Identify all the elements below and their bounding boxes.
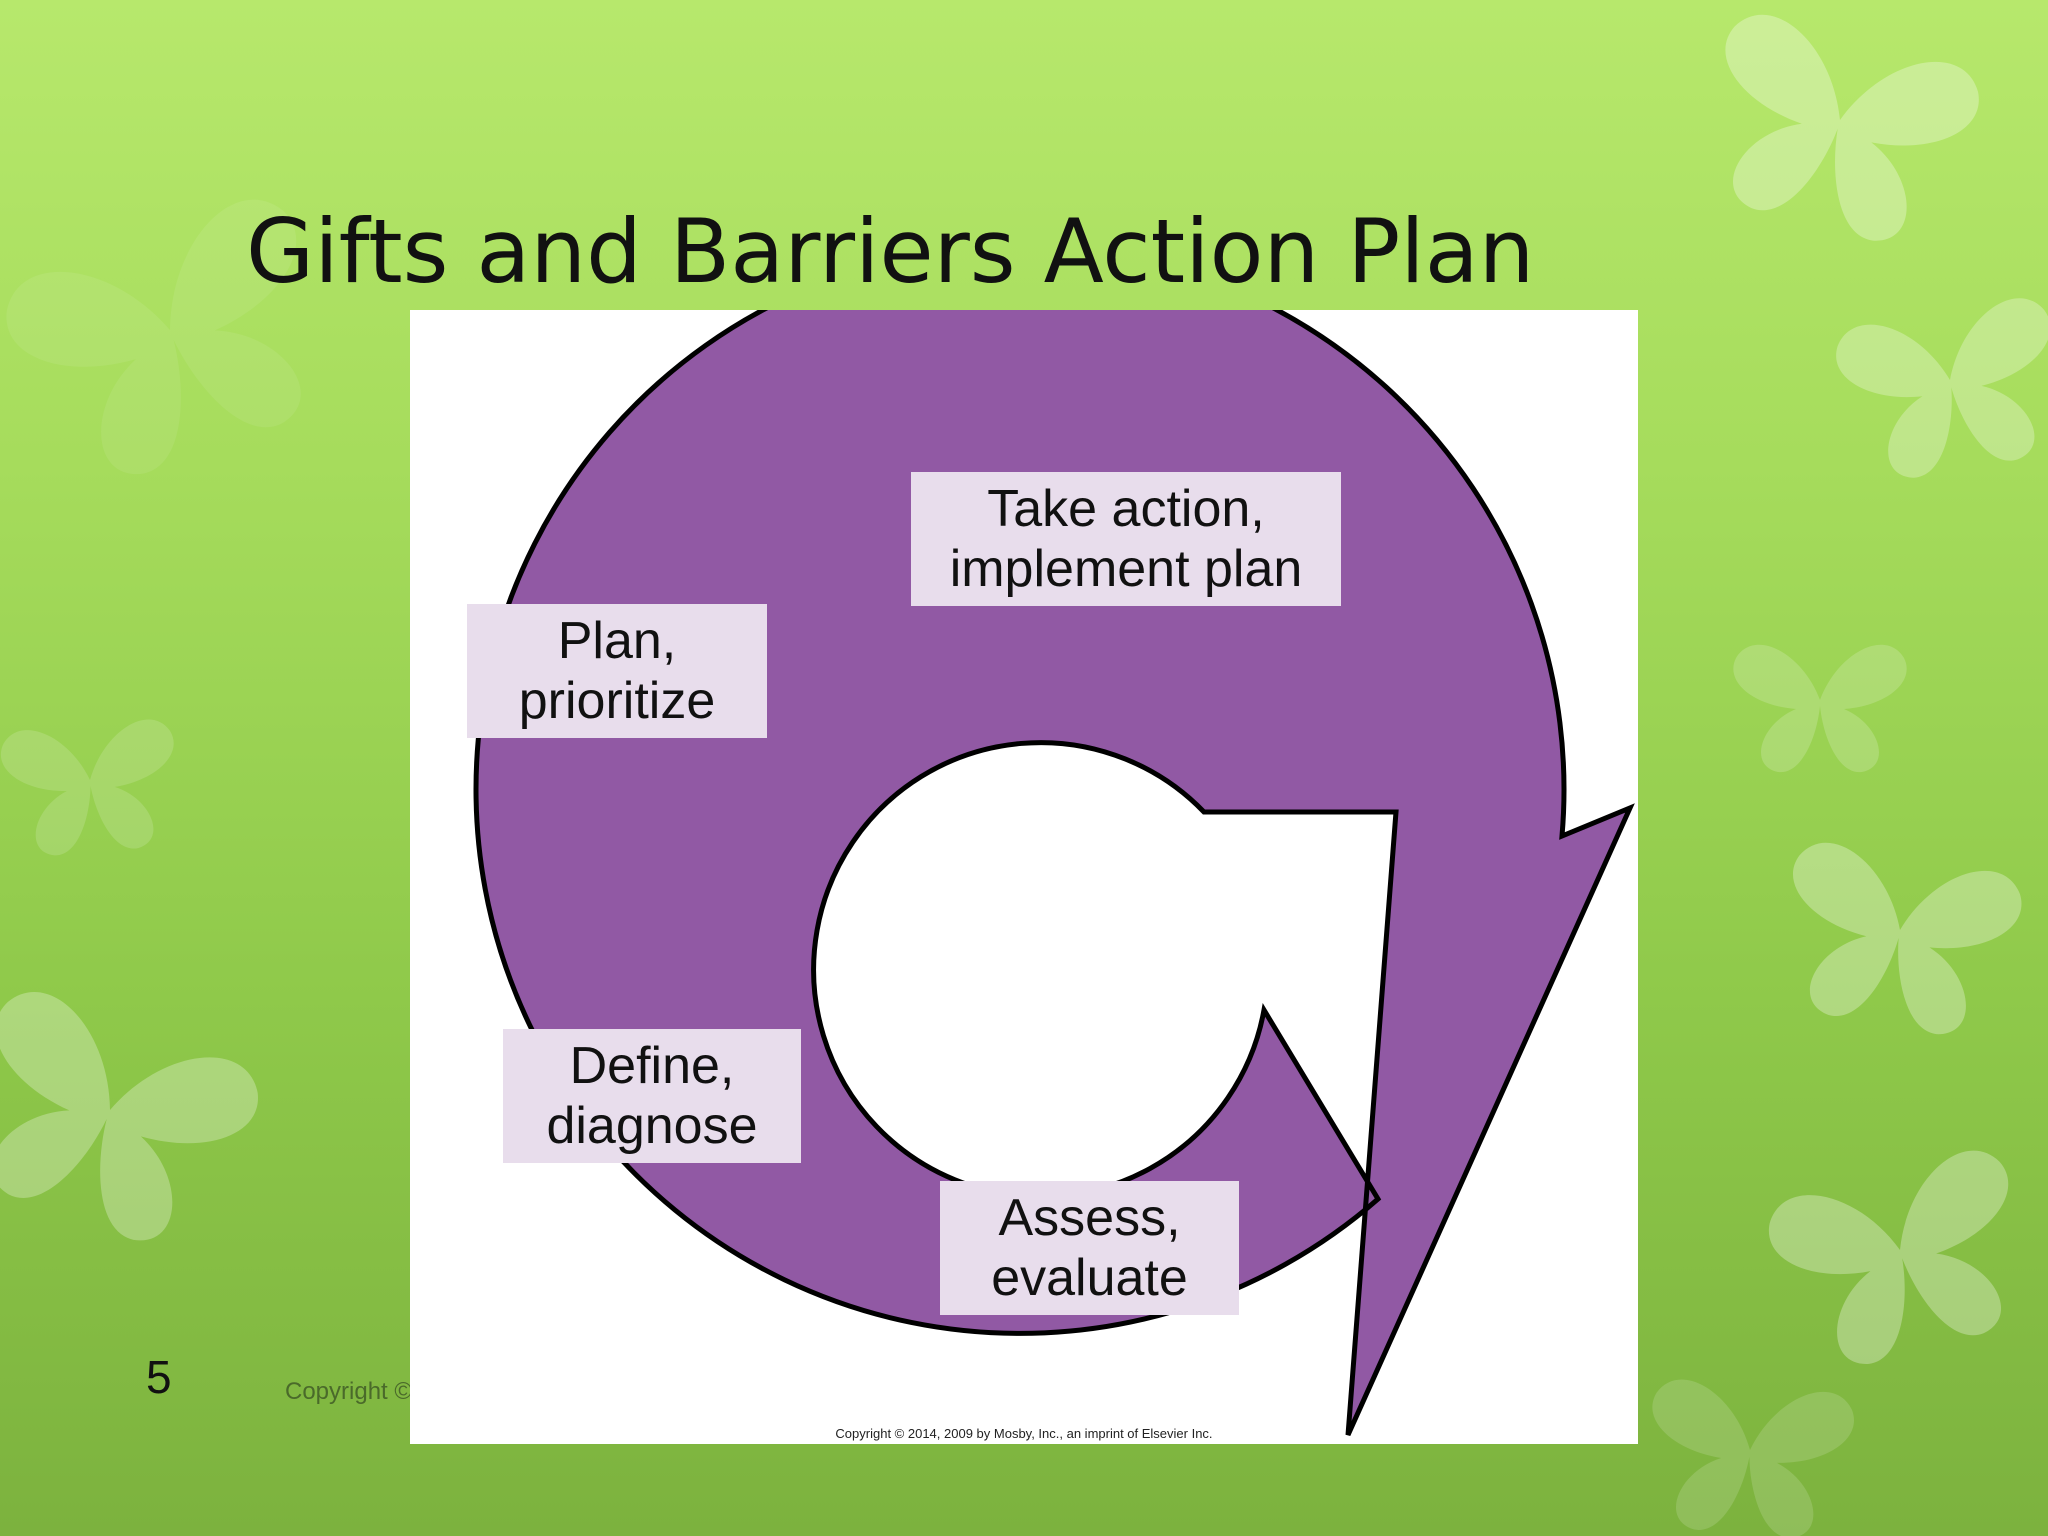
cycle-diagram: Take action, implement plan Plan, priori… — [410, 310, 1638, 1444]
butterfly-icon — [0, 980, 269, 1265]
step-plan-prioritize: Plan, prioritize — [467, 604, 767, 738]
butterfly-icon — [1686, 6, 1988, 259]
step-assess-evaluate: Assess, evaluate — [940, 1181, 1239, 1315]
slide-number: 5 — [146, 1351, 172, 1403]
butterfly-icon — [1769, 837, 2027, 1045]
butterfly-icon — [1641, 1376, 1857, 1536]
butterfly-icon — [0, 717, 183, 860]
butterfly-icon — [1761, 1142, 2046, 1381]
step-take-action: Take action, implement plan — [911, 472, 1341, 606]
step-define-diagnose: Define, diagnose — [503, 1029, 801, 1163]
butterfly-icon — [1831, 293, 2048, 488]
footer-copyright: Copyright © — [285, 1378, 410, 1405]
figure-copyright: Copyright © 2014, 2009 by Mosby, Inc., a… — [835, 1426, 1213, 1441]
slide-title: Gifts and Barriers Action Plan — [246, 200, 1535, 303]
butterfly-icon — [1733, 644, 1907, 773]
